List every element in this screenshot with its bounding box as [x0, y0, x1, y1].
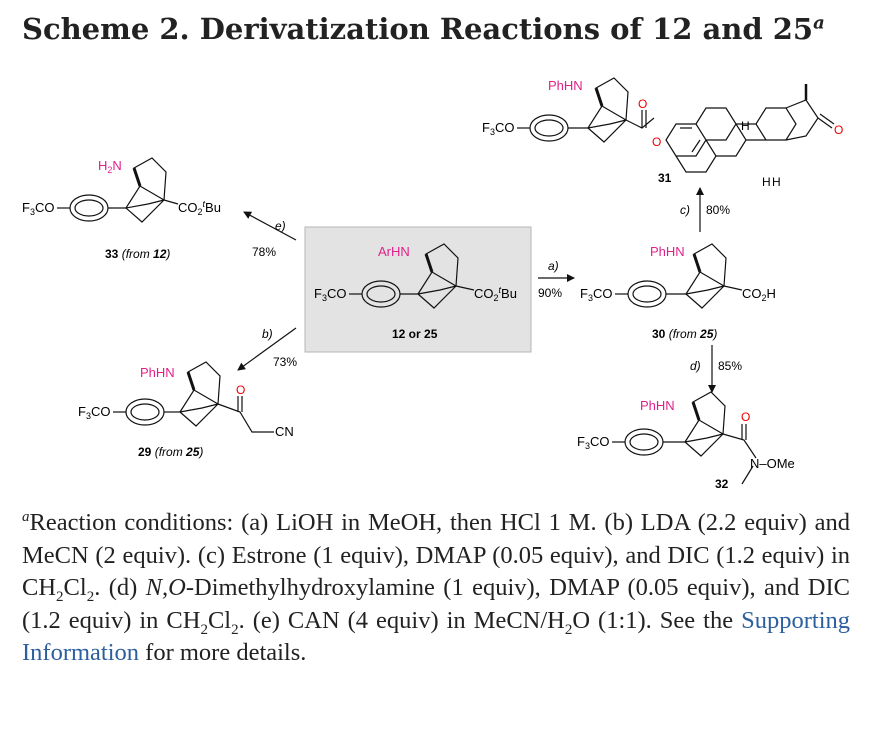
caption-text-7: O (1:1). See the [572, 606, 742, 634]
arrow-b-yield: 73% [273, 355, 297, 369]
reaction-scheme: F3CO ArHN CO2tBu 12 or 25 F3CO PhHN CO2H… [22, 76, 843, 491]
c-center-label: 12 or 25 [392, 327, 438, 341]
arrow-a-yield: 90% [538, 286, 562, 300]
arrow-d: d) 85% [690, 345, 742, 393]
compound-29: F3CO O CN PhHN 29 (from 25) [78, 360, 294, 459]
compound-30: F3CO PhHN CO2H 30 (from 25) [580, 242, 776, 341]
caption-text-6: . (e) CAN (4 equiv) in MeCN/H [238, 606, 565, 634]
arrow-c: c) 80% [680, 187, 730, 232]
arrow-e-tag: e) [275, 219, 286, 233]
scheme-title-text: Scheme 2. Derivatization Reactions of 12… [22, 12, 814, 46]
supporting-information-link[interactable]: Supporting Information [22, 606, 851, 667]
arrow-c-tag: c) [680, 203, 690, 217]
c-center-amine: ArHN [378, 244, 410, 259]
compound-32: F3CO O N–OMe PhHN 32 [577, 390, 795, 491]
compound-33: F3CO H2N CO2tBu 33 (from 12) [22, 156, 221, 261]
c31-label: 31 [658, 171, 672, 185]
c31-ketone-o: O [834, 123, 843, 137]
caption-sub: 2 [86, 588, 95, 605]
c33-label: 33 (from 12) [105, 247, 170, 261]
c31-h1: H [741, 119, 750, 133]
caption-sub: 2 [564, 621, 573, 638]
arrow-d-yield: 85% [718, 359, 742, 373]
c29-amine: PhHN [140, 365, 175, 380]
arrow-a: a) 90% [538, 259, 575, 300]
arrow-b-tag: b) [262, 327, 273, 341]
caption-text-4: -Dimethylhydroxylamine (1 equiv), DMAP (… [22, 574, 850, 634]
c30-amine: PhHN [650, 244, 685, 259]
c30-ocf3: F3CO [580, 286, 612, 303]
caption-sub: 2 [231, 621, 239, 638]
c32-amine: PhHN [640, 398, 675, 413]
caption-text-3: . (d) [94, 574, 146, 601]
c32-carbonyl-o: O [741, 410, 750, 424]
c31-carbonyl-o: O [638, 97, 647, 111]
c33-amine: H2N [98, 158, 122, 175]
c31-h2: H [762, 175, 771, 189]
c32-label: 32 [715, 477, 729, 491]
c29-carbonyl-o: O [236, 383, 245, 397]
center-highlight-box [304, 226, 532, 353]
c29-cn: CN [275, 424, 294, 439]
c31-amine: PhHN [548, 78, 583, 93]
caption-text-1: Reaction conditions: (a) LiOH in MeOH, t… [22, 509, 850, 601]
caption-sub: 2 [200, 621, 208, 638]
c30-acid: CO2H [742, 286, 776, 303]
caption-text-2: Cl [63, 574, 87, 601]
c29-label: 29 (from 25) [138, 445, 203, 459]
c30-label: 30 (from 25) [652, 327, 717, 341]
arrow-e-yield: 78% [252, 245, 276, 259]
c32-ocf3: F3CO [577, 434, 609, 451]
c-center-ester: CO2tBu [474, 285, 517, 303]
caption-text-5: Cl [207, 606, 232, 634]
footnote-caption: aReaction conditions: (a) LiOH in MeOH, … [22, 507, 850, 670]
arrow-d-tag: d) [690, 359, 701, 373]
scheme-title-footnote-mark: a [813, 12, 825, 34]
compound-12-25: F3CO ArHN CO2tBu 12 or 25 [314, 242, 517, 341]
caption-text-8: for more details. [139, 639, 307, 666]
arrow-e: e) 78% [243, 211, 297, 259]
c31-ester-o: O [652, 135, 661, 149]
caption-text-italic: N,O [145, 574, 186, 601]
arrow-b: b) 73% [237, 327, 297, 371]
c31-h3: H [772, 175, 781, 189]
c31-ocf3: F3CO [482, 120, 514, 137]
caption-footnote-mark: a [22, 508, 30, 525]
c29-ocf3: F3CO [78, 404, 110, 421]
estrone-steroid [665, 84, 835, 173]
c33-ocf3: F3CO [22, 200, 54, 217]
arrow-c-yield: 80% [706, 203, 730, 217]
caption-sub: 2 [56, 588, 64, 605]
compound-31: F3CO O O PhHN O H H H 31 [482, 76, 843, 189]
c-center-ocf3: F3CO [314, 286, 346, 303]
arrow-a-tag: a) [548, 259, 559, 273]
scheme-title: Scheme 2. Derivatization Reactions of 12… [22, 12, 825, 46]
c32-ome: N–OMe [750, 456, 795, 471]
c33-ester: CO2tBu [178, 199, 221, 217]
